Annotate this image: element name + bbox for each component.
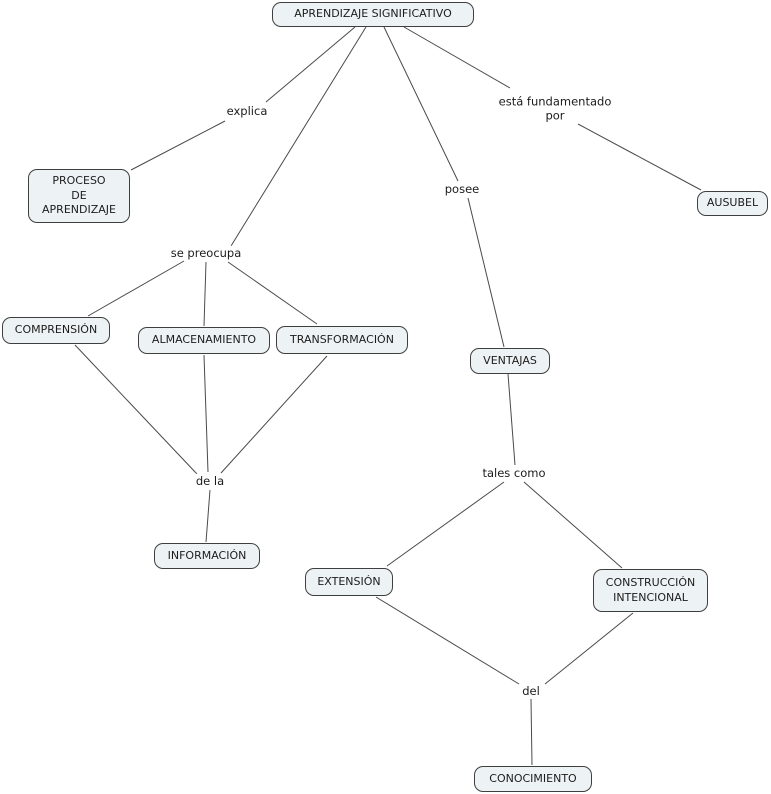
concept-node-almacenamiento[interactable]: ALMACENAMIENTO — [138, 327, 270, 354]
edge-aprendizaje-to-explica — [265, 26, 356, 103]
concept-node-proceso-de-aprendizaje[interactable]: PROCESO DE APRENDIZAJE — [28, 169, 130, 223]
edge-explica-to-proceso — [130, 120, 226, 171]
concept-node-ventajas[interactable]: VENTAJAS — [470, 348, 550, 374]
edge-aprendizaje-to-posee — [383, 26, 459, 182]
edge-del-to-conocimiento — [530, 698, 533, 766]
linking-phrase-del[interactable]: del — [521, 683, 541, 699]
linking-phrase-tales-como[interactable]: tales como — [481, 465, 547, 481]
edge-se-preocupa-to-transformacion — [227, 261, 318, 325]
edge-de-la-to-informacion — [205, 489, 211, 543]
edge-extension-to-del — [375, 596, 520, 685]
edge-comprension-to-de-la — [74, 344, 198, 475]
edge-almacenamiento-to-de-la — [203, 354, 209, 473]
linking-phrase-de-la[interactable]: de la — [194, 473, 226, 489]
edge-aprendizaje-to-fundamentado — [403, 26, 511, 89]
concept-node-informacion[interactable]: INFORMACIÓN — [154, 543, 260, 569]
edge-tales-como-to-extension — [386, 481, 505, 567]
edge-fundamentado-to-ausubel — [577, 123, 702, 191]
concept-node-aprendizaje-significativo[interactable]: APRENDIZAJE SIGNIFICATIVO — [272, 2, 474, 27]
edge-construccion-to-del — [544, 612, 634, 685]
concept-node-conocimiento[interactable]: CONOCIMIENTO — [474, 766, 592, 792]
edge-ventajas-to-tales-como — [507, 373, 516, 466]
linking-phrase-posee[interactable]: posee — [443, 181, 481, 197]
concept-node-ausubel[interactable]: AUSUBEL — [697, 191, 768, 216]
concept-node-transformacion[interactable]: TRANSFORMACIÓN — [276, 326, 408, 354]
linking-phrase-explica[interactable]: explica — [225, 103, 269, 119]
edge-transformacion-to-de-la — [220, 355, 328, 474]
linking-phrase-se-preocupa[interactable]: se preocupa — [169, 245, 243, 261]
edge-se-preocupa-to-comprension — [87, 260, 185, 317]
linking-phrase-esta-fundamentado-por[interactable]: está fundamentado por — [497, 94, 613, 124]
concept-node-extension[interactable]: EXTENSIÓN — [305, 568, 393, 596]
concept-node-comprension[interactable]: COMPRENSIÓN — [2, 317, 110, 344]
edge-posee-to-ventajas — [467, 197, 505, 348]
edge-aprendizaje-to-se-preocupa — [230, 26, 367, 247]
edge-tales-como-to-construccion — [523, 481, 623, 569]
edge-se-preocupa-to-almacenamiento — [203, 261, 207, 327]
concept-node-construccion-intencional[interactable]: CONSTRUCCIÓN INTENCIONAL — [593, 569, 708, 612]
